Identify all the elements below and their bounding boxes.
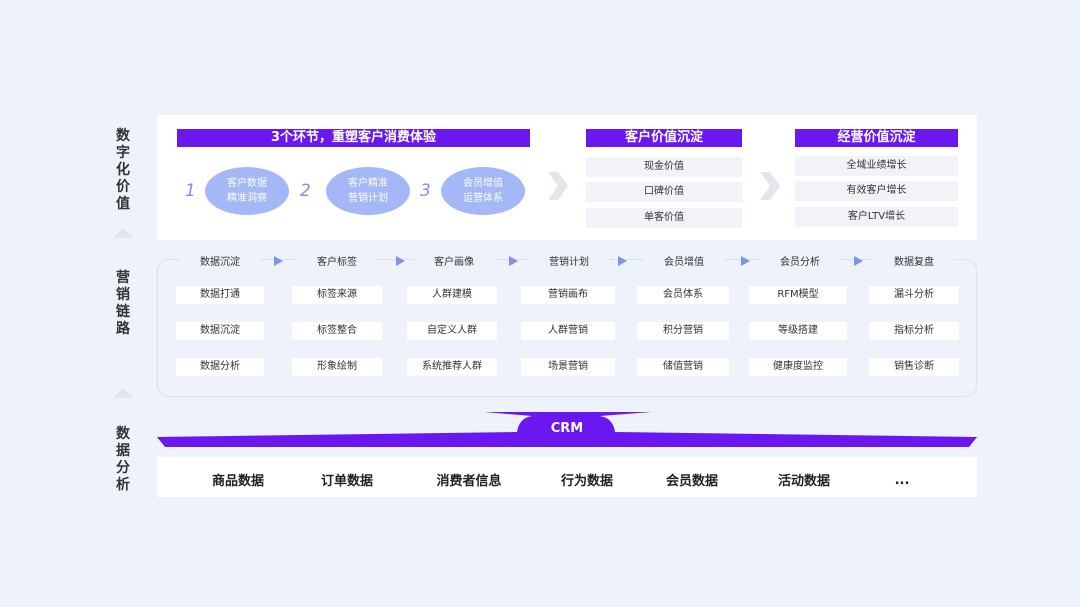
customer-value-item: 单客价值 [586, 208, 742, 228]
crm-label: CRM [550, 421, 584, 436]
chain-header: 客户画像 [414, 252, 494, 274]
chain-header: 数据复盘 [874, 252, 954, 274]
chain-header: 营销计划 [529, 252, 609, 274]
chain-cell: 系统推荐人群 [407, 358, 497, 376]
chain-cell: 形象绘制 [292, 358, 382, 376]
chain-cell: RFM模型 [749, 286, 847, 304]
chain-cell: 人群营销 [521, 322, 615, 340]
chain-header: 会员分析 [760, 252, 840, 274]
chain-cell: 销售诊断 [869, 358, 959, 376]
arrow-right-icon [274, 256, 283, 266]
chain-cell: 指标分析 [869, 322, 959, 340]
step-line: 运营体系 [463, 193, 503, 204]
business-value-item: 客户LTV增长 [795, 207, 958, 227]
chain-cell: 等级搭建 [749, 322, 847, 340]
chain-header: 会员增值 [644, 252, 724, 274]
business-value-item: 全域业绩增长 [795, 156, 958, 176]
chain-cell: 储值营销 [637, 358, 729, 376]
side-label-value: 数字化价值 [116, 128, 130, 212]
step-line: 会员增值 [463, 178, 503, 189]
chain-cell: 人群建模 [407, 286, 497, 304]
data-source-item: 活动数据 [777, 474, 830, 489]
data-source-item: ... [894, 473, 910, 488]
customer-value-item: 口碑价值 [586, 182, 742, 202]
up-arrow-icon [113, 228, 133, 238]
chain-header: 客户标签 [297, 252, 377, 274]
chain-cell: 数据打通 [176, 286, 264, 304]
step-number: 2 [300, 181, 311, 201]
chain-cell: 数据沉淀 [176, 322, 264, 340]
chain-cell: 场景营销 [521, 358, 615, 376]
data-source-item: 商品数据 [211, 474, 264, 489]
chain-cell: 营销画布 [521, 286, 615, 304]
chain-cell: 数据分析 [176, 358, 264, 376]
chain-cell: 标签整合 [292, 322, 382, 340]
step-line: 客户精准 [348, 178, 388, 189]
data-source-item: 行为数据 [560, 474, 613, 489]
chain-cell: 会员体系 [637, 286, 729, 304]
chevron-right-icon [548, 172, 568, 200]
chain-cell: 积分营销 [637, 322, 729, 340]
chain-cell: 自定义人群 [407, 322, 497, 340]
customer-value-title: 客户价值沉淀 [586, 129, 742, 147]
step-line: 客户数据 [227, 178, 267, 189]
chain-cell: 健康度监控 [749, 358, 847, 376]
journey-title: 3个环节，重塑客户消费体验 [177, 129, 530, 147]
chevron-right-icon [760, 172, 780, 200]
business-value-title: 经营价值沉淀 [795, 129, 958, 147]
step-ellipse: 客户数据 精准洞察 [205, 167, 289, 215]
step-number: 1 [185, 181, 196, 201]
chain-header: 数据沉淀 [180, 252, 260, 274]
side-label-chain: 营销链路 [116, 270, 130, 337]
step-ellipse: 客户精准 营销计划 [326, 167, 410, 215]
arrow-right-icon [396, 256, 405, 266]
data-sources-strip [157, 457, 977, 497]
customer-value-item: 现金价值 [586, 157, 742, 177]
step-line: 营销计划 [348, 193, 388, 204]
business-value-item: 有效客户增长 [795, 181, 958, 201]
arrow-right-icon [854, 256, 863, 266]
arrow-right-icon [741, 256, 750, 266]
arrow-right-icon [618, 256, 627, 266]
side-label-data: 数据分析 [116, 426, 130, 493]
step-line: 精准洞察 [227, 193, 267, 204]
data-source-item: 会员数据 [665, 474, 718, 489]
crm-band [157, 412, 977, 447]
up-arrow-icon [113, 388, 133, 398]
chain-cell: 漏斗分析 [869, 286, 959, 304]
step-number: 3 [420, 181, 431, 201]
chain-cell: 标签来源 [292, 286, 382, 304]
arrow-right-icon [509, 256, 518, 266]
step-ellipse: 会员增值 运营体系 [441, 167, 525, 215]
data-source-item: 消费者信息 [436, 474, 502, 489]
data-source-item: 订单数据 [320, 474, 373, 489]
